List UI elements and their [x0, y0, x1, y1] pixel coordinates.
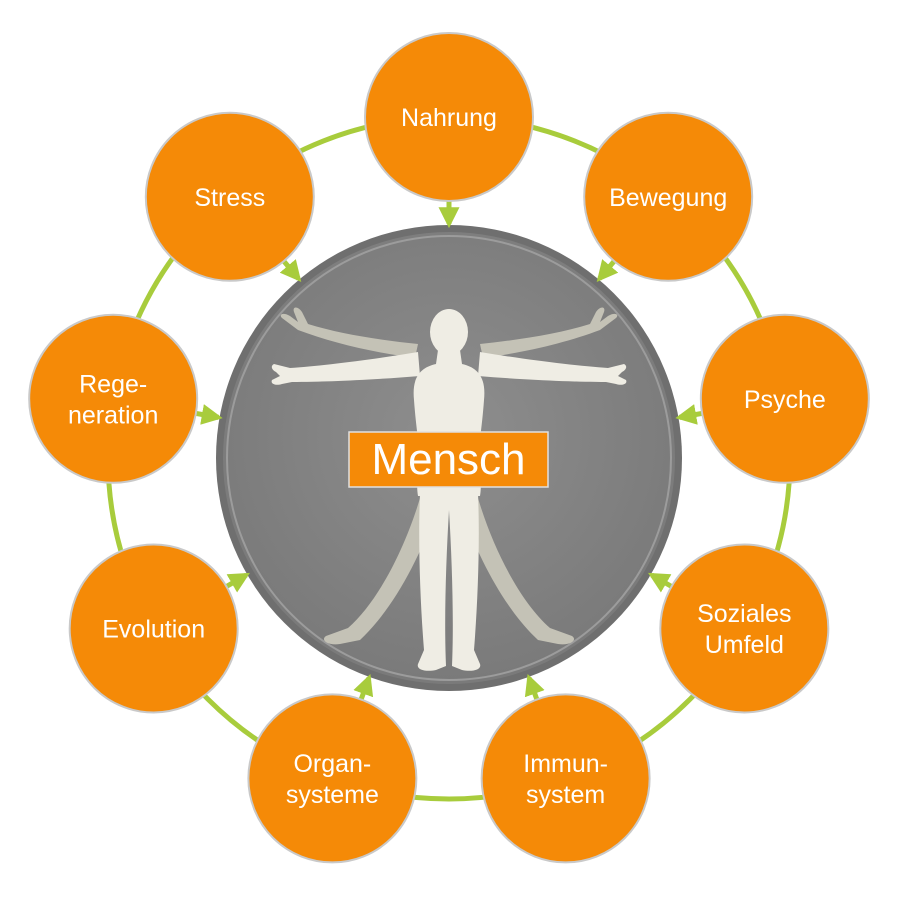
node-label: Rege- — [79, 370, 147, 398]
node-bewegung: Bewegung — [583, 111, 754, 282]
node-label: systeme — [286, 781, 379, 809]
node-label: Immun- — [523, 750, 608, 778]
node-stress: Stress — [144, 111, 315, 282]
node-label: neration — [68, 401, 158, 429]
node-circle — [28, 313, 199, 484]
node-label: Umfeld — [705, 631, 784, 659]
node-label: Bewegung — [609, 184, 727, 212]
node-circle — [583, 111, 754, 282]
node-circle — [699, 313, 870, 484]
node-label: Nahrung — [401, 104, 497, 132]
node-organsysteme: Organ-systeme — [247, 693, 418, 864]
node-immunsystem: Immun-system — [480, 693, 651, 864]
node-circle — [364, 32, 534, 202]
node-label: Organ- — [293, 750, 371, 778]
node-regeneration: Rege-neration — [28, 313, 199, 484]
node-circle — [144, 111, 315, 282]
node-circle — [480, 693, 651, 864]
node-label: system — [526, 781, 605, 809]
nodes-group: NahrungBewegungPsycheSozialesUmfeldImmun… — [28, 32, 870, 864]
node-evolution: Evolution — [68, 543, 239, 714]
center-label-box: Mensch — [348, 431, 549, 488]
center-label: Mensch — [371, 435, 525, 484]
node-label: Soziales — [697, 600, 792, 628]
node-label: Evolution — [102, 616, 205, 644]
node-psyche: Psyche — [699, 313, 870, 484]
node-label: Stress — [194, 184, 265, 212]
node-circle — [247, 693, 418, 864]
node-nahrung: Nahrung — [364, 32, 534, 202]
node-circle — [659, 543, 830, 714]
node-label: Psyche — [744, 386, 826, 414]
node-circle — [68, 543, 239, 714]
